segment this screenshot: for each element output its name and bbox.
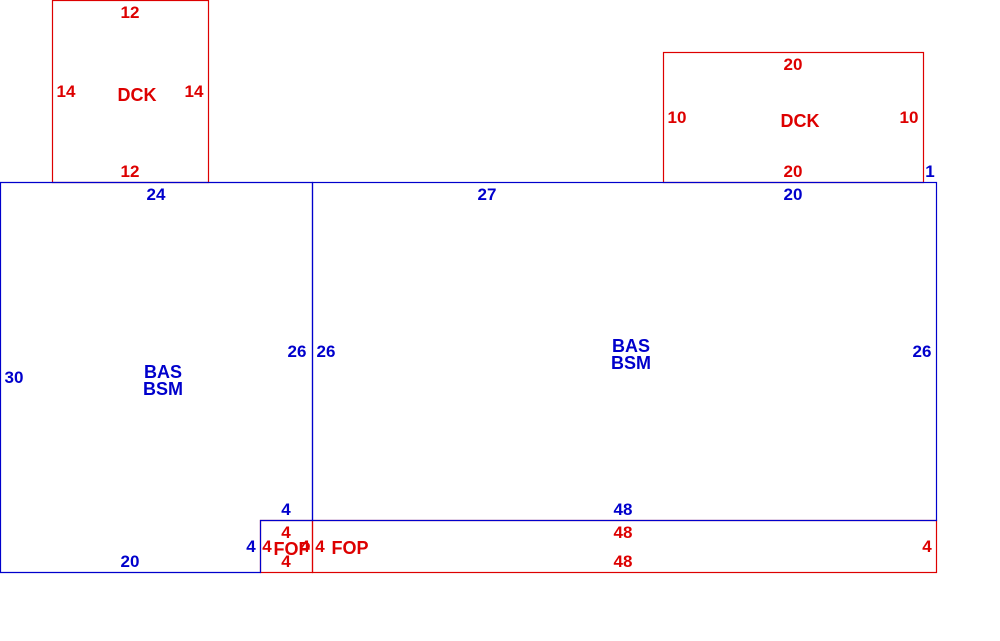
base-areas [0, 181, 938, 574]
fop-small-dim-right: 4 [300, 537, 310, 556]
fop-long-dim-top: 48 [614, 523, 633, 542]
bas-left-dim-bottom: 20 [121, 552, 140, 571]
fop-small-dim-top: 4 [281, 523, 291, 542]
bas-right-dim-top-right: 20 [784, 185, 803, 204]
dck-left-dim-top: 12 [121, 3, 140, 22]
bas-right-dim-right: 26 [913, 342, 932, 361]
dck-left-label: DCK [118, 85, 157, 105]
dck-right-dim-right: 10 [900, 108, 919, 127]
bas-right-outline [311, 181, 938, 522]
fop-small-label: FOP [273, 539, 310, 559]
dck-right-dim-bottom: 20 [784, 162, 803, 181]
dck-left-dim-bottom: 12 [121, 162, 140, 181]
fop-small-dim-bottom: 4 [281, 552, 291, 571]
bas-right-dim-bottom: 48 [614, 500, 633, 519]
dck-right-offset: 1 [925, 162, 934, 181]
bas-left-dim-notch-top: 4 [281, 500, 291, 519]
bas-left-label-line1: BAS [144, 362, 182, 382]
bas-right-label-line1: BAS [612, 336, 650, 356]
fop-long-dim-bottom: 48 [614, 552, 633, 571]
bas-right-dim-top-left: 27 [478, 185, 497, 204]
fop-long-dim-right: 4 [922, 537, 932, 556]
dck-right-dim-left: 10 [668, 108, 687, 127]
bas-left-label-line2: BSM [143, 379, 183, 399]
bas-left-dim-right: 26 [288, 342, 307, 361]
dck-right-label: DCK [781, 111, 820, 131]
dck-left-dim-right: 14 [185, 82, 204, 101]
bas-left-dim-notch-side: 4 [246, 537, 256, 556]
bas-left-dim-top: 24 [147, 185, 166, 204]
bas-right-dim-left: 26 [317, 342, 336, 361]
fop-small-dim-left: 4 [262, 537, 272, 556]
bas-right-label-line2: BSM [611, 353, 651, 373]
dck-left-dim-left: 14 [57, 82, 76, 101]
fop-long-label: FOP [331, 538, 368, 558]
dck-right-dim-top: 20 [784, 55, 803, 74]
bas-left-dim-left: 30 [5, 368, 24, 387]
fop-long-dim-left: 4 [315, 537, 325, 556]
